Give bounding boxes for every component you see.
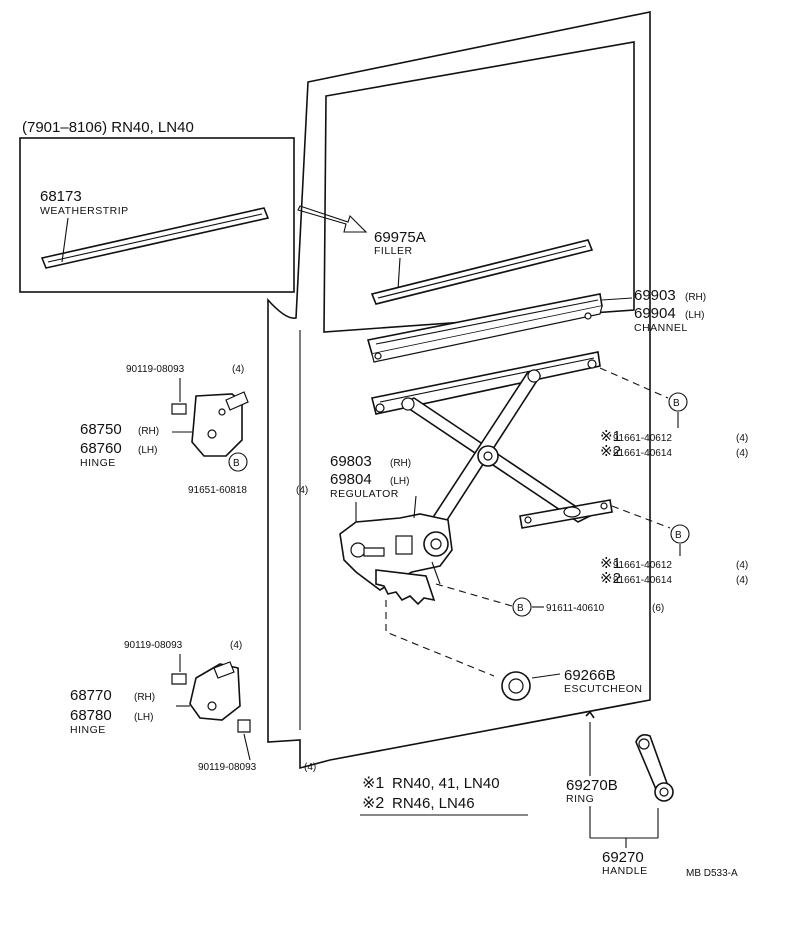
legend: ※1 RN40, 41, LN40 ※2 RN46, LN46 [360, 775, 528, 816]
weatherstrip-part-no: 68173 [40, 188, 82, 205]
bolt-b-mark1: ※1 [600, 555, 621, 572]
ring-part-no: 69270B [566, 777, 618, 794]
bolt-b-mark2: ※2 [600, 570, 621, 587]
legend-mark1: ※1 [362, 775, 384, 792]
weatherstrip-label: WEATHERSTRIP [40, 205, 129, 217]
lower-hinge-lh-part-no: 68780 [70, 707, 112, 724]
inset-title: (7901–8106) RN40, LN40 [22, 119, 194, 136]
bolt-a-pn1: 91661-40612 [613, 433, 672, 444]
bolt-b-pn2: 91661-40614 [613, 575, 672, 586]
regulator-assembly: 69803 (RH) 69804 (LH) REGULATOR [330, 351, 613, 677]
diagram-code: MB D533-A [686, 868, 738, 879]
legend-text2: RN46, LN46 [392, 795, 475, 812]
upper-hinge-bolt-qty: (4) [232, 364, 244, 375]
channel-group: 69903 (RH) 69904 (LH) CHANNEL [366, 287, 706, 363]
upper-hinge-rh-tag: (RH) [138, 426, 159, 437]
regulator-lh-tag: (LH) [390, 476, 409, 487]
bolt-group-a: B ※1 91661-40612 (4) ※2 91661-40614 (4) [599, 367, 748, 460]
channel-part [366, 293, 603, 355]
lower-hinge-bolt-qty: (4) [230, 640, 242, 651]
channel-rh-tag: (RH) [685, 292, 706, 303]
filler-group: 69975A FILLER [370, 229, 594, 305]
bolt-a-mark2: ※2 [600, 443, 621, 460]
bolt-b-qty1: (4) [736, 560, 748, 571]
filler-label: FILLER [374, 245, 413, 257]
lower-hinge-bolt2-qty: (4) [304, 762, 316, 773]
bolt-group-b: B ※1 91661-40612 (4) ※2 91661-40614 (4) [600, 505, 748, 587]
legend-text1: RN40, 41, LN40 [392, 775, 500, 792]
lower-hinge-bolt-pn: 90119-08093 [124, 640, 183, 651]
escutcheon-group: 69266B ESCUTCHEON [501, 667, 643, 701]
regulator-lh-part-no: 69804 [330, 471, 372, 488]
lower-hinge-rh-tag: (RH) [134, 692, 155, 703]
lower-hinge-group: 90119-08093 (4) 68770 (RH) 68780 (LH) HI… [70, 640, 316, 773]
door-panel [267, 11, 651, 770]
bolt-c-qty: (6) [652, 603, 664, 614]
bolt-a-qty1: (4) [736, 433, 748, 444]
handle-label: HANDLE [602, 865, 648, 877]
upper-hinge-lh-part-no: 68760 [80, 440, 122, 457]
bolt-a-mark1: ※1 [600, 428, 621, 445]
bolt-c-pn: 91611-40610 [546, 603, 605, 614]
upper-hinge-label: HINGE [80, 457, 116, 469]
upper-hinge-group: 90119-08093 (4) B 68750 (RH) 68760 (LH) … [80, 364, 308, 496]
bolt-a-marker: B [673, 398, 680, 409]
escutcheon-label: ESCUTCHEON [564, 683, 643, 695]
filler-part-no: 69975A [374, 229, 426, 246]
regulator-label: REGULATOR [330, 488, 399, 500]
upper-hinge-bolt2-pn: 91651-60818 [188, 485, 247, 496]
escutcheon-part-no: 69266B [564, 667, 616, 684]
bolt-b-qty2: (4) [736, 575, 748, 586]
ring-label: RING [566, 793, 594, 805]
bolt-group-c: B 91611-40610 (6) [435, 583, 664, 617]
upper-hinge-bolt2-qty: (4) [296, 485, 308, 496]
lower-hinge-label: HINGE [70, 724, 106, 736]
bolt-a-pn2: 91661-40614 [613, 448, 672, 459]
lower-hinge-lh-tag: (LH) [134, 712, 153, 723]
channel-rh-part-no: 69903 [634, 287, 676, 304]
weatherstrip-inset: (7901–8106) RN40, LN40 68173 WEATHERSTRI… [19, 119, 295, 293]
upper-hinge-marker: B [233, 458, 240, 469]
regulator-rh-tag: (RH) [390, 458, 411, 469]
channel-lh-part-no: 69904 [634, 305, 676, 322]
channel-lh-tag: (LH) [685, 310, 704, 321]
lower-hinge-rh-part-no: 68770 [70, 687, 112, 704]
upper-hinge-rh-part-no: 68750 [80, 421, 122, 438]
bolt-b-pn1: 91661-40612 [613, 560, 672, 571]
inset-arrow [297, 205, 368, 233]
upper-hinge-bolt-pn: 90119-08093 [126, 364, 185, 375]
ring-handle-group: 69270B RING 69270 HANDLE [566, 710, 674, 877]
bolt-b-marker: B [675, 530, 682, 541]
handle-part-no: 69270 [602, 849, 644, 866]
bolt-c-marker: B [517, 603, 524, 614]
lower-hinge-bolt2-pn: 90119-08093 [198, 762, 257, 773]
regulator-rh-part-no: 69803 [330, 453, 372, 470]
upper-hinge-lh-tag: (LH) [138, 445, 157, 456]
legend-mark2: ※2 [362, 795, 384, 812]
bolt-a-qty2: (4) [736, 448, 748, 459]
channel-label: CHANNEL [634, 322, 688, 334]
